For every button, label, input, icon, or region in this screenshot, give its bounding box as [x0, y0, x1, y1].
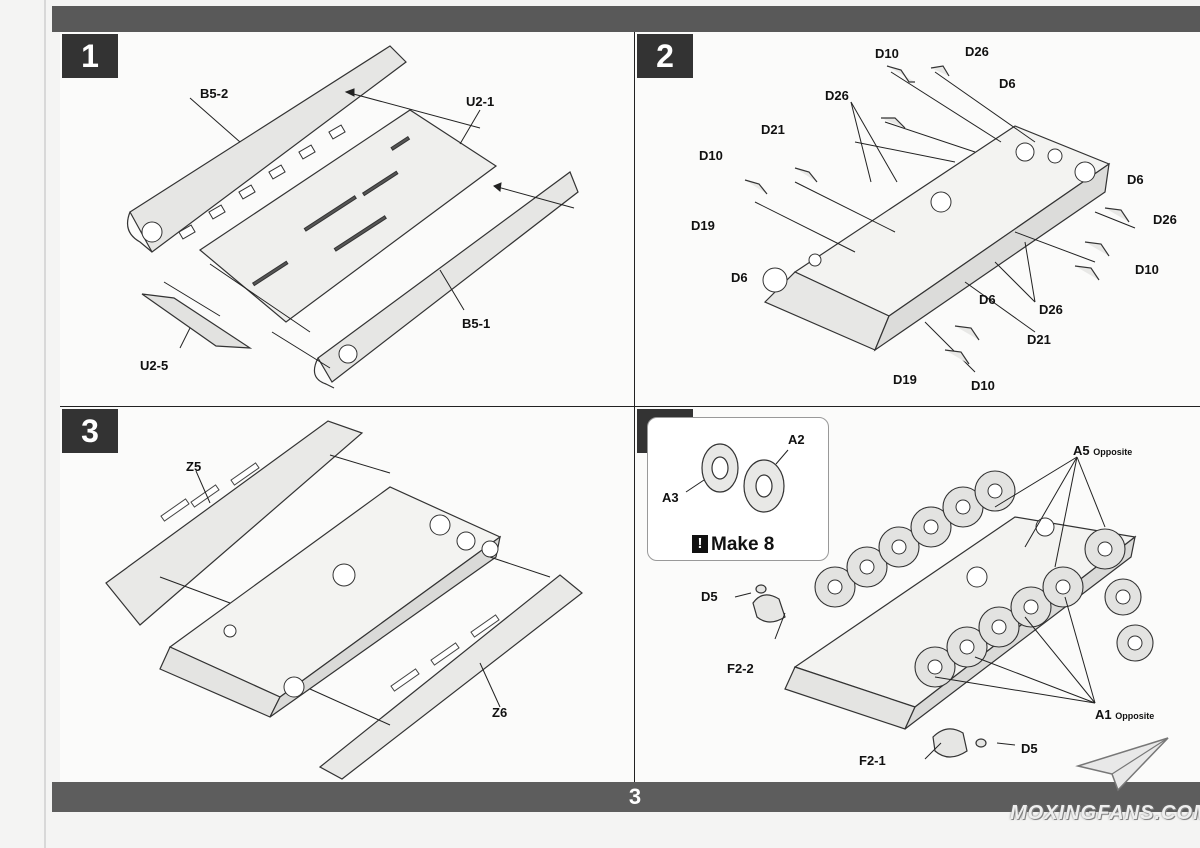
label-d26-right: D26 [1153, 212, 1177, 227]
label-z5: Z5 [186, 459, 202, 474]
binding-edge [44, 0, 46, 848]
step-4-panel: 4 A2 A3 !Make 8 [634, 406, 1200, 784]
label-z6: Z6 [492, 705, 508, 720]
label-f2-1: F2-1 [859, 753, 886, 768]
bottom-bar [52, 782, 1200, 812]
label-a5-note: Opposite [1093, 447, 1133, 457]
step-1-panel: 1 [60, 32, 635, 407]
label-d26-upper: D26 [825, 88, 849, 103]
label-a1-text: A1 [1095, 707, 1112, 722]
label-u2-1: U2-1 [466, 94, 495, 109]
step-4-illustration [734, 456, 1154, 760]
paper-plane-logo [1075, 737, 1169, 792]
page-number: 3 [628, 784, 642, 809]
label-d6-left: D6 [731, 270, 748, 285]
label-a5: A5 Opposite [1073, 443, 1132, 458]
label-d19-left: D19 [691, 218, 715, 233]
make-quantity-note: !Make 8 [692, 534, 774, 556]
wheel-pair-illustration [685, 443, 789, 513]
label-d5-right: D5 [1021, 741, 1038, 756]
step-3-illustration [105, 420, 583, 780]
watermark-text: MOXINGFANS.COM [1010, 802, 1200, 824]
top-bar [52, 6, 1200, 32]
label-d21-lower: D21 [1027, 332, 1051, 347]
label-d26-lower: D26 [1039, 302, 1063, 317]
label-d10-right: D10 [1135, 262, 1159, 277]
label-u2-5: U2-5 [140, 358, 169, 373]
step-2-illustration [744, 65, 1136, 373]
label-d10-left: D10 [699, 148, 723, 163]
step-3-panel: 3 [60, 406, 635, 784]
label-a5-text: A5 [1073, 443, 1090, 458]
step-1-illustration [127, 45, 579, 389]
label-a2: A2 [788, 432, 805, 447]
label-d21-left: D21 [761, 122, 785, 137]
label-d10-lower: D10 [971, 378, 995, 393]
exclamation-icon: ! [692, 535, 708, 553]
wheel-subassembly-inset: A2 A3 !Make 8 [647, 417, 829, 561]
label-a1-note: Opposite [1115, 711, 1155, 721]
label-d6-right: D6 [1127, 172, 1144, 187]
label-d6-lower: D6 [979, 292, 996, 307]
label-b5-2: B5-2 [200, 86, 229, 101]
make-quantity-text: Make 8 [711, 534, 775, 555]
label-d10-top: D10 [875, 46, 899, 61]
step-2-panel: 2 [634, 32, 1200, 407]
label-d6-top: D6 [999, 76, 1016, 91]
label-d5-left: D5 [701, 589, 718, 604]
label-a3: A3 [662, 490, 679, 505]
label-d26-top: D26 [965, 44, 989, 59]
step-number: 2 [637, 34, 693, 78]
label-d19-lower: D19 [893, 372, 917, 387]
label-a1: A1 Opposite [1095, 707, 1154, 722]
step-number: 3 [62, 409, 118, 453]
label-b5-1: B5-1 [462, 316, 491, 331]
label-f2-2: F2-2 [727, 661, 754, 676]
step-number: 1 [62, 34, 118, 78]
